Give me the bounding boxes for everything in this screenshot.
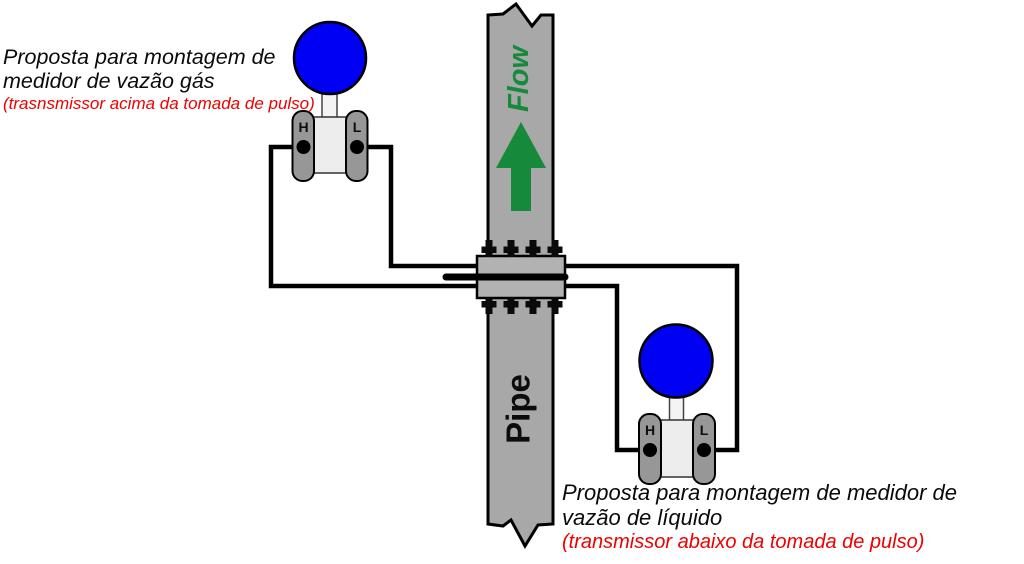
orifice-flange-assembly	[442, 240, 569, 314]
flange-bolt	[481, 240, 497, 257]
gas-transmitter-head	[292, 20, 368, 96]
gas-transmitter-body	[310, 116, 350, 174]
impulse-lines	[268, 144, 740, 453]
liquid-transmitter-head	[638, 323, 714, 399]
liquid-transmitter-neck	[668, 394, 685, 424]
gas-high-port-label: H	[298, 119, 308, 135]
liquid-caption-title-line1: Proposta para montagem de medidor de	[562, 480, 958, 505]
gas-low-port-label: L	[353, 119, 362, 135]
gas-transmitter-neck	[321, 91, 338, 121]
gas-caption: Proposta para montagem de medidor de vaz…	[3, 45, 315, 114]
gas-caption-note: (trasnsmissor acima da tomada de pulso)	[3, 94, 315, 113]
flow-label: Flow	[503, 44, 535, 112]
gas-low-port	[350, 140, 364, 154]
liquid-high-impulse-line	[564, 283, 650, 453]
liquid-high-port-label: H	[645, 422, 655, 438]
gas-high-impulse-line	[268, 144, 477, 289]
liquid-transmitter-body	[658, 419, 696, 478]
liquid-low-impulse-line	[564, 263, 740, 453]
gas-transmitter: H L	[291, 20, 369, 182]
flow-arrow-icon	[496, 122, 546, 211]
liquid-caption-note: (transmissor abaixo da tomada de pulso)	[562, 531, 925, 553]
liquid-low-port-label: L	[700, 422, 709, 438]
flange-bolt	[547, 297, 563, 314]
flange-bolt	[503, 297, 519, 314]
liquid-low-port	[697, 443, 711, 457]
pipe-label: Pipe	[500, 374, 537, 444]
flange-bolt	[547, 240, 563, 257]
liquid-high-port	[643, 443, 657, 457]
liquid-caption-title-line2: vazão de líquido	[562, 505, 723, 530]
flange-bolt	[481, 297, 497, 314]
gas-caption-title-line1: Proposta para montagem de	[3, 45, 276, 69]
gas-high-port	[296, 140, 311, 154]
liquid-transmitter: H L	[638, 323, 716, 485]
flange-bolt	[525, 297, 541, 314]
gas-low-impulse-line	[357, 144, 477, 269]
gas-caption-title-line2: medidor de vazão gás	[3, 69, 215, 93]
liquid-caption: Proposta para montagem de medidor de vaz…	[562, 480, 957, 554]
flange-bolt	[503, 240, 519, 257]
flange-bolt	[525, 240, 541, 257]
